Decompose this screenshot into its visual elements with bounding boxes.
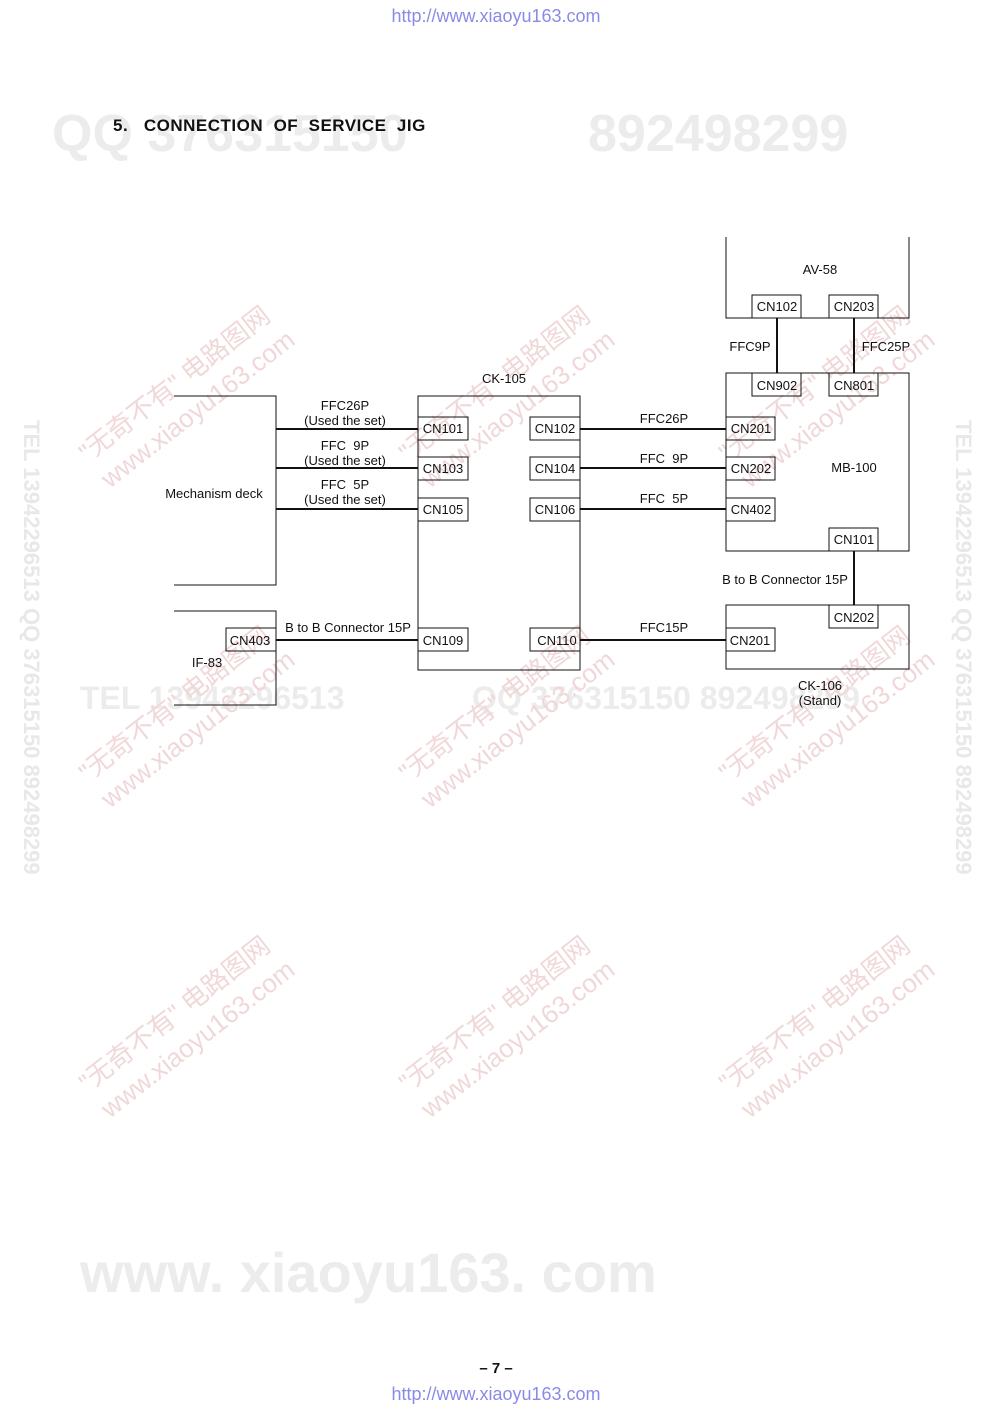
label-ck106: CK-106: [798, 678, 842, 693]
conn-av-cn102: CN102: [757, 299, 797, 314]
cable-label-ffc9p: FFC9P: [729, 339, 770, 354]
cable-label-left3: FFC 5P: [321, 477, 369, 492]
cable-label-ffc25p: FFC25P: [862, 339, 910, 354]
page-number: – 7 –: [479, 1360, 513, 1377]
header-url-link[interactable]: http://www.xiaoyu163.com: [391, 6, 601, 26]
footer-url-link[interactable]: http://www.xiaoyu163.com: [391, 1384, 601, 1404]
conn-av-cn203: CN203: [834, 299, 874, 314]
cable-label-right2: FFC 9P: [640, 451, 688, 466]
conn-ck-cn109: CN109: [423, 633, 463, 648]
conn-mb-cn101: CN101: [834, 532, 874, 547]
watermark-number: 892498299: [588, 105, 849, 163]
cable-label-left2-sub: (Used the set): [304, 453, 386, 468]
cable-label-left1-sub: (Used the set): [304, 413, 386, 428]
conn-mb-cn201: CN201: [731, 421, 771, 436]
mechanism-board: [174, 395, 277, 586]
cable-label-ffc15p: FFC15P: [640, 620, 688, 635]
if83-board: [174, 610, 277, 706]
conn-ck-cn102: CN102: [535, 421, 575, 436]
cable-label-left3-sub: (Used the set): [304, 492, 386, 507]
cable-label-btob-left: B to B Connector 15P: [285, 620, 411, 635]
cable-label-btob-right: B to B Connector 15P: [722, 572, 848, 587]
label-if83: IF-83: [192, 655, 222, 670]
cable-label-left1: FFC26P: [321, 398, 369, 413]
conn-mb-cn402: CN402: [731, 502, 771, 517]
conn-mb-cn801: CN801: [834, 378, 874, 393]
label-mechanism: Mechanism deck: [165, 486, 263, 501]
watermark-qq-number: QQ 376315150 892498299: [472, 680, 860, 716]
watermark-www: www. xiaoyu163. com: [80, 1241, 657, 1304]
section-title: 5. CONNECTION OF SERVICE JIG: [113, 116, 426, 135]
conn-ck-cn110: CN110: [537, 633, 577, 648]
conn-ck-cn103: CN103: [423, 461, 463, 476]
conn-ck106-cn202: CN202: [834, 610, 874, 625]
conn-mb-cn902: CN902: [757, 378, 797, 393]
cable-label-right1: FFC26P: [640, 411, 688, 426]
cable-label-right3: FFC 5P: [640, 491, 688, 506]
conn-ck-cn106: CN106: [535, 502, 575, 517]
cable-label-left2: FFC 9P: [321, 438, 369, 453]
watermark-qq: QQ 376315150: [52, 105, 408, 163]
label-ck105: CK-105: [482, 371, 526, 386]
label-mb100: MB-100: [831, 460, 877, 475]
av58-board: [725, 237, 910, 319]
conn-ck-cn101: CN101: [423, 421, 463, 436]
conn-ck-cn104: CN104: [535, 461, 575, 476]
label-av58: AV-58: [803, 262, 837, 277]
conn-if-cn403: CN403: [230, 633, 270, 648]
label-ck106-sub: (Stand): [799, 693, 842, 708]
ck105-board: [417, 395, 581, 671]
conn-mb-cn202: CN202: [731, 461, 771, 476]
watermark-tel: TEL 13942296513: [80, 680, 345, 716]
conn-ck-cn105: CN105: [423, 502, 463, 517]
conn-ck106-cn201: CN201: [730, 633, 770, 648]
